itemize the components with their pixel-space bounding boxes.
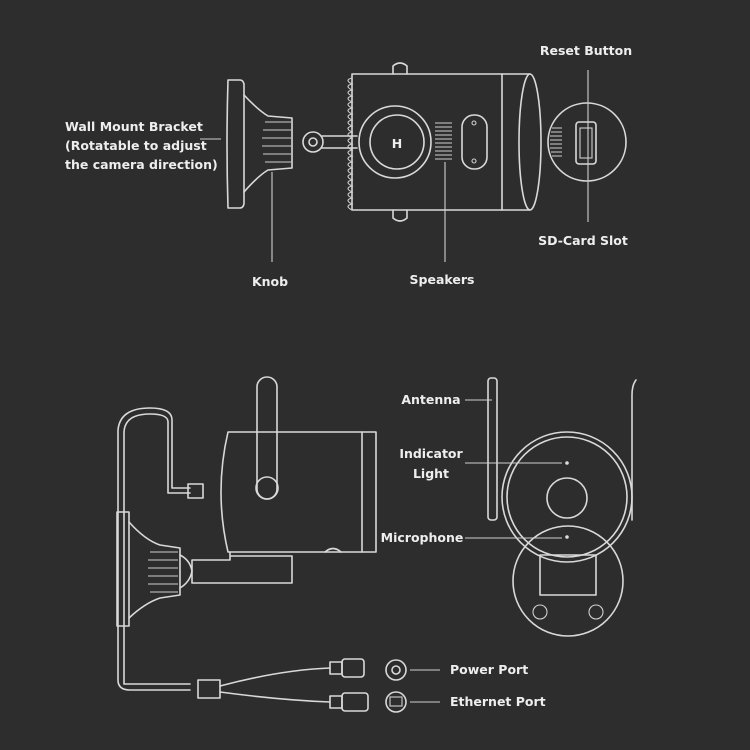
camera-front-view: [487, 377, 637, 637]
knob-joint: [302, 131, 358, 153]
wall-mount-bracket-side: [116, 511, 193, 627]
label-ethernet-port: Ethernet Port: [450, 694, 546, 709]
power-port-icon: [385, 659, 407, 681]
leader-lines-bottom: [410, 399, 562, 703]
label-microphone: Microphone: [381, 530, 464, 545]
camera-body-top: H: [347, 62, 542, 222]
label-wall-mount-bracket-3: the camera direction): [65, 157, 218, 172]
wall-mount-bracket-top: [226, 79, 293, 209]
label-speakers: Speakers: [410, 272, 475, 287]
label-sd-card-slot: SD-Card Slot: [538, 233, 628, 248]
cable: [117, 407, 369, 712]
label-indicator-light: Indicator: [399, 446, 463, 461]
sd-card-detail: [547, 102, 627, 182]
label-wall-mount-bracket-2: (Rotatable to adjust: [65, 138, 207, 153]
label-reset-button: Reset Button: [540, 43, 632, 58]
leader-lines-top: [200, 70, 589, 262]
port-icons: [385, 659, 407, 713]
label-indicator-light-2: Light: [413, 466, 449, 481]
label-antenna: Antenna: [401, 392, 460, 407]
speakers-grille: [435, 114, 488, 170]
label-power-port: Power Port: [450, 662, 528, 677]
label-wall-mount-bracket: Wall Mount Bracket: [65, 119, 203, 134]
ethernet-port-icon: [385, 691, 407, 713]
logo-letter: H: [392, 136, 402, 151]
camera-side-view: [191, 376, 377, 584]
label-knob: Knob: [252, 274, 288, 289]
